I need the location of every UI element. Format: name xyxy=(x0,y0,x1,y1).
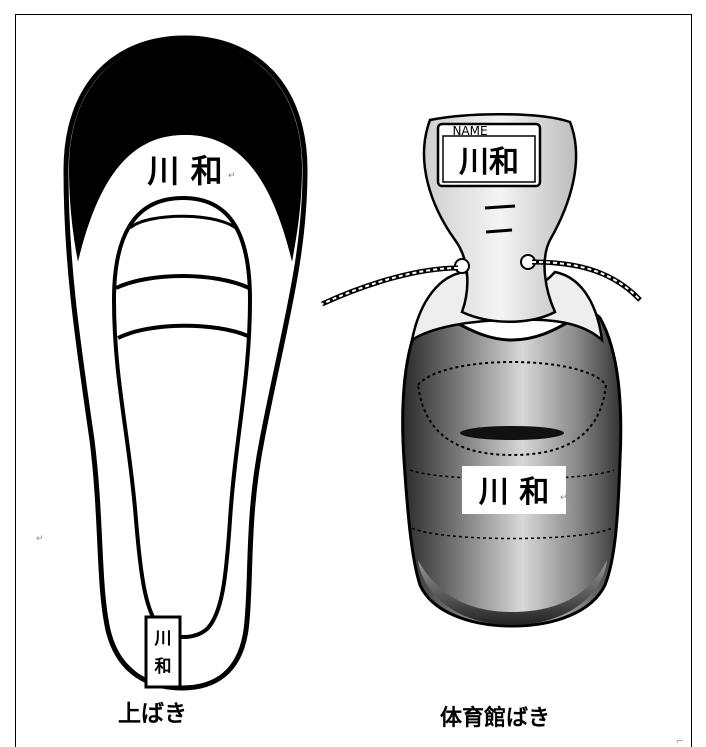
gym-shoe-illustration: NAME 川和 川 和 ↵ xyxy=(320,113,642,628)
corner-mark: ⌐ xyxy=(676,737,684,747)
uwabaki-heel-tag-line2: 和 xyxy=(155,657,172,677)
uwabaki-toe-cap xyxy=(69,40,302,262)
gym-shoe-tongue-stitch-2 xyxy=(485,228,513,234)
uwabaki-inner-toe-curve xyxy=(129,214,240,232)
uwabaki-toe-name: 川 和 xyxy=(147,152,222,190)
frame-border xyxy=(15,14,692,747)
gym-return-mark: ↵ xyxy=(560,493,568,503)
gym-shoe-lace-right-inner xyxy=(531,261,641,301)
gym-shoe-lace-left-inner xyxy=(321,267,459,305)
gym-shoe-tongue-tag-header: NAME xyxy=(452,124,487,138)
gym-shoe-toe-slot xyxy=(460,426,564,440)
gym-shoe-tongue-tag-name: 川和 xyxy=(459,145,519,180)
uwabaki-elastic-line-2 xyxy=(117,323,249,340)
uwabaki-heel-tag xyxy=(144,615,182,689)
gym-shoe-tongue-tag-inner xyxy=(442,135,536,183)
return-mark: ↵ xyxy=(228,171,236,181)
uwabaki-inner-opening xyxy=(111,195,253,639)
uwabaki-elastic-line-1 xyxy=(115,274,250,290)
return-mark-left: ↵ xyxy=(36,534,44,544)
gym-shoe-toe-shadow xyxy=(418,560,607,625)
gym-shoe-stitch-row-2 xyxy=(411,527,613,540)
gym-shoe-side-name-box xyxy=(462,466,566,514)
uwabaki-caption: 上ばき xyxy=(118,701,187,727)
gym-shoe-caption: 体育館ばき xyxy=(440,706,551,731)
uwabaki-heel-tag-line1: 川 xyxy=(154,629,172,649)
gym-shoe-side-name: 川 和 xyxy=(479,475,549,510)
gym-shoe-tongue-stitch-1 xyxy=(484,204,516,210)
uwabaki-illustration: 川 和 ↵ 川 和 xyxy=(63,35,308,691)
